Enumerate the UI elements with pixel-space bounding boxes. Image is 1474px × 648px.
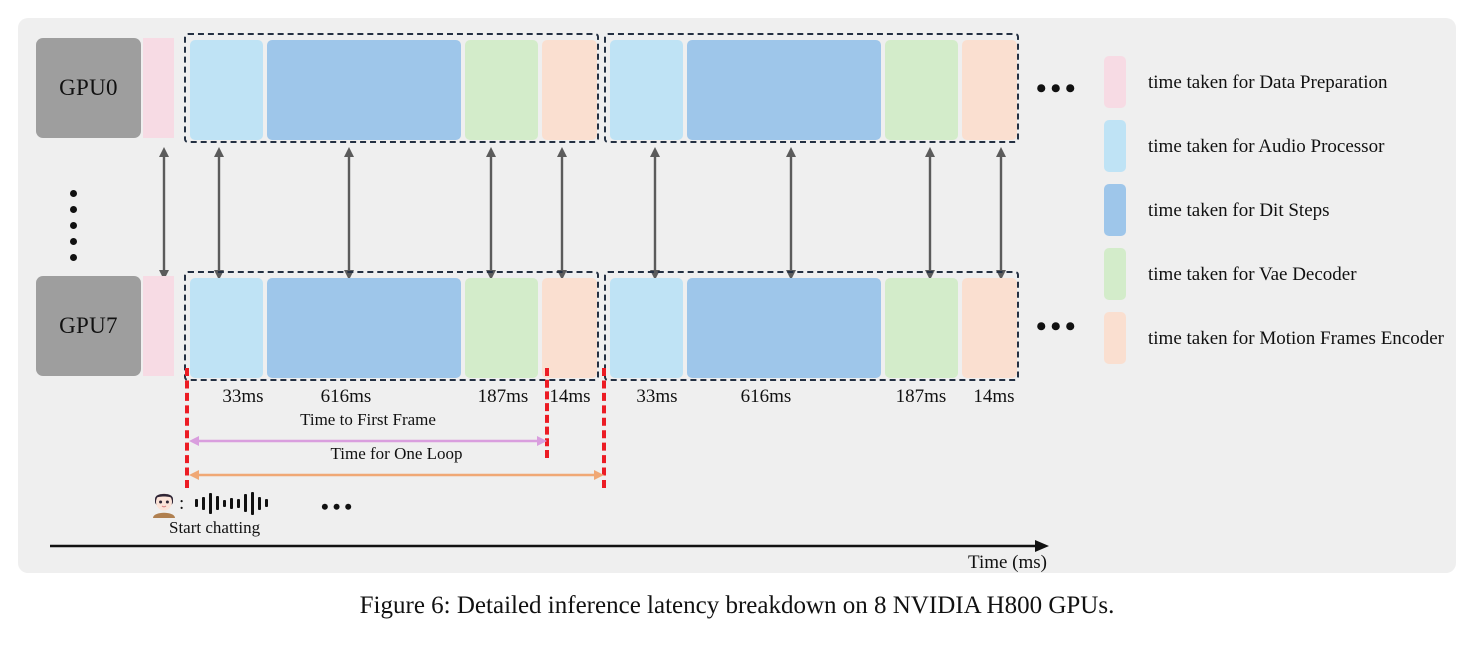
- gpu-label-7: GPU7: [36, 276, 141, 376]
- ms-label-c1-motion: 14ms: [549, 386, 591, 407]
- boundary-loop-end-marker: [602, 368, 606, 488]
- dot-2: [70, 206, 77, 213]
- dit-steps-bar-gpu7-c2: [687, 278, 881, 378]
- cycle-2-gpu0: [604, 33, 1019, 143]
- span-time-for-one-loop: Time for One Loop: [188, 444, 605, 482]
- chat-ellipsis: •••: [321, 494, 357, 519]
- start-chatting-label: Start chatting: [169, 518, 261, 537]
- dit-steps-bar-gpu0-c2: [687, 40, 881, 140]
- ms-label-c2-vae: 187ms: [895, 386, 947, 407]
- dot-1: [70, 190, 77, 197]
- legend-label-vae-decoder: time taken for Vae Decoder: [1148, 264, 1357, 285]
- sync-arrow-8: [923, 146, 937, 281]
- sync-arrow-1: [157, 146, 171, 281]
- dit-steps-bar-gpu7-c1: [267, 278, 461, 378]
- ms-label-c2-motion: 14ms: [973, 386, 1015, 407]
- legend-item-dit-steps: time taken for Dit Steps: [1104, 184, 1454, 248]
- vae-decoder-bar-gpu7-c2: [885, 278, 958, 378]
- time-axis: [50, 538, 1050, 558]
- span-label-first-frame: Time to First Frame: [300, 410, 436, 429]
- dot-4: [70, 238, 77, 245]
- ms-label-c1-vae: 187ms: [477, 386, 529, 407]
- data-preparation-bar-gpu0: [143, 38, 174, 138]
- sync-arrow-5: [555, 146, 569, 281]
- sync-arrow-9: [994, 146, 1008, 281]
- gpu-row-0: GPU0 •••: [36, 33, 1086, 143]
- legend-item-vae-decoder: time taken for Vae Decoder: [1104, 248, 1454, 312]
- audio-waveform-icon: [195, 490, 268, 516]
- legend: time taken for Data Preparation time tak…: [1104, 56, 1454, 376]
- data-preparation-bar-gpu7: [143, 276, 174, 376]
- motion-frames-bar-gpu0-c1: [542, 40, 597, 140]
- row-ellipsis-gpu0: •••: [1036, 72, 1080, 105]
- vae-decoder-bar-gpu0-c2: [885, 40, 958, 140]
- legend-label-motion-frames-encoder: time taken for Motion Frames Encoder: [1148, 328, 1445, 349]
- cycle-1-gpu7: [184, 271, 599, 381]
- gpu-label-7-text: GPU7: [59, 313, 118, 338]
- row-ellipsis-gpu7: •••: [1036, 310, 1080, 343]
- diagram-panel: GPU0 •••: [18, 18, 1456, 573]
- ms-label-c1-audio: 33ms: [222, 386, 264, 407]
- legend-item-motion-frames-encoder: time taken for Motion Frames Encoder: [1104, 312, 1454, 376]
- start-chatting-group: : ••• Start chatting: [151, 488, 411, 537]
- legend-swatch-dit-steps: [1104, 184, 1126, 236]
- legend-swatch-motion-frames-encoder: [1104, 312, 1126, 364]
- audio-processor-bar-gpu0-c2: [610, 40, 683, 140]
- vae-decoder-bar-gpu7-c1: [465, 278, 538, 378]
- sync-arrow-6: [648, 146, 662, 281]
- vae-decoder-bar-gpu0-c1: [465, 40, 538, 140]
- audio-processor-bar-gpu7-c1: [190, 278, 263, 378]
- legend-swatch-data-preparation: [1104, 56, 1126, 108]
- legend-label-dit-steps: time taken for Dit Steps: [1148, 200, 1330, 221]
- gpu-label-0: GPU0: [36, 38, 141, 138]
- legend-label-data-preparation: time taken for Data Preparation: [1148, 72, 1388, 93]
- gpu-row-7: GPU7 •••: [36, 271, 1086, 381]
- ms-label-c2-audio: 33ms: [636, 386, 678, 407]
- figure-caption: Figure 6: Detailed inference latency bre…: [359, 592, 1115, 619]
- legend-label-audio-processor: time taken for Audio Processor: [1148, 136, 1385, 157]
- span-time-to-first-frame: Time to First Frame: [188, 410, 548, 448]
- boundary-first-frame-marker: [545, 368, 549, 458]
- gpu-rows-ellipsis: [70, 190, 77, 261]
- motion-frames-bar-gpu7-c1: [542, 278, 597, 378]
- audio-processor-bar-gpu0-c1: [190, 40, 263, 140]
- motion-frames-bar-gpu0-c2: [962, 40, 1017, 140]
- ms-label-c1-dit: 616ms: [320, 386, 372, 407]
- chat-colon: :: [179, 493, 185, 514]
- user-avatar-icon: [151, 488, 177, 518]
- gpu-label-0-text: GPU0: [59, 75, 118, 100]
- sync-arrow-2: [212, 146, 226, 281]
- legend-swatch-vae-decoder: [1104, 248, 1126, 300]
- span-arrow-one-loop: [188, 468, 605, 482]
- cycle-2-gpu7: [604, 271, 1019, 381]
- dit-steps-bar-gpu0-c1: [267, 40, 461, 140]
- dot-5: [70, 254, 77, 261]
- dot-3: [70, 222, 77, 229]
- sync-arrow-3: [342, 146, 356, 281]
- sync-arrow-4: [484, 146, 498, 281]
- span-arrow-first-frame: [188, 434, 548, 448]
- sync-arrow-7: [784, 146, 798, 281]
- legend-swatch-audio-processor: [1104, 120, 1126, 172]
- boundary-start-marker: [185, 368, 189, 488]
- legend-item-audio-processor: time taken for Audio Processor: [1104, 120, 1454, 184]
- motion-frames-bar-gpu7-c2: [962, 278, 1017, 378]
- legend-item-data-preparation: time taken for Data Preparation: [1104, 56, 1454, 120]
- ms-label-c2-dit: 616ms: [740, 386, 792, 407]
- time-axis-label: Time (ms): [968, 552, 1048, 573]
- span-label-one-loop: Time for One Loop: [330, 444, 463, 463]
- cycle-1-gpu0: [184, 33, 599, 143]
- audio-processor-bar-gpu7-c2: [610, 278, 683, 378]
